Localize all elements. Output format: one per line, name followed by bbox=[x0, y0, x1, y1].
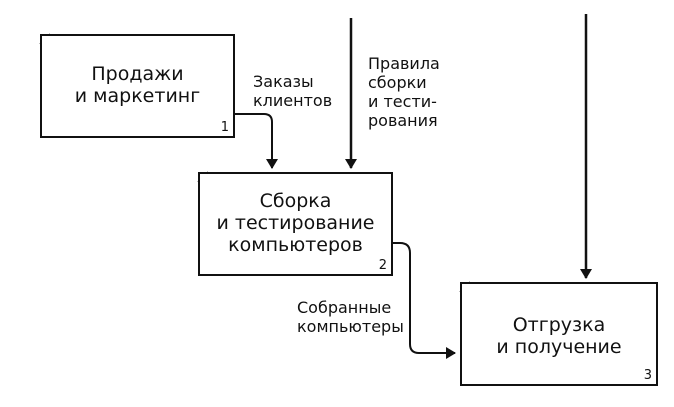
box-2-title-line-2: и тестирование bbox=[216, 212, 375, 234]
rules-label: Правила сборки и тести- рования bbox=[368, 54, 440, 130]
box-2-title: Сборка и тестирование компьютеров bbox=[200, 190, 391, 256]
orders-label: Заказы клиентов bbox=[253, 72, 332, 110]
box-3-number: 3 bbox=[643, 368, 652, 383]
assembled-label-line-1: Собранные bbox=[297, 298, 392, 317]
orders-label-line-1: Заказы bbox=[253, 72, 314, 91]
box-1-title-line-1: Продажи bbox=[91, 63, 184, 85]
assembled-label-line-2: компьютеры bbox=[297, 317, 404, 336]
orders-arrow bbox=[233, 113, 278, 169]
box-2-number: 2 bbox=[378, 258, 387, 273]
box-assembly-testing: Сборка и тестирование компьютеров 2 bbox=[198, 172, 393, 276]
assembled-label: Собранные компьютеры bbox=[297, 298, 404, 336]
box-sales-marketing: Продажи и маркетинг 1 bbox=[40, 34, 235, 138]
rules-label-line-2: сборки bbox=[368, 73, 427, 92]
box-1-title-line-2: и маркетинг bbox=[74, 85, 201, 107]
rules-label-line-4: рования bbox=[368, 111, 438, 130]
box-1-title: Продажи и маркетинг bbox=[42, 63, 233, 107]
rules-label-line-3: и тести- bbox=[368, 92, 437, 111]
box-3-title-line-2: и получение bbox=[496, 336, 622, 358]
box-2-title-line-1: Сборка bbox=[259, 190, 332, 212]
box-shipping-receiving: Отгрузка и получение 3 bbox=[460, 282, 658, 386]
box-3-title-line-1: Отгрузка bbox=[512, 314, 606, 336]
box-1-number: 1 bbox=[220, 120, 229, 135]
assembled-arrow bbox=[391, 242, 456, 359]
rules-label-line-1: Правила bbox=[368, 54, 440, 73]
box-3-title: Отгрузка и получение bbox=[462, 314, 656, 358]
orders-label-line-2: клиентов bbox=[253, 91, 333, 110]
box-2-title-line-3: компьютеров bbox=[228, 234, 363, 256]
